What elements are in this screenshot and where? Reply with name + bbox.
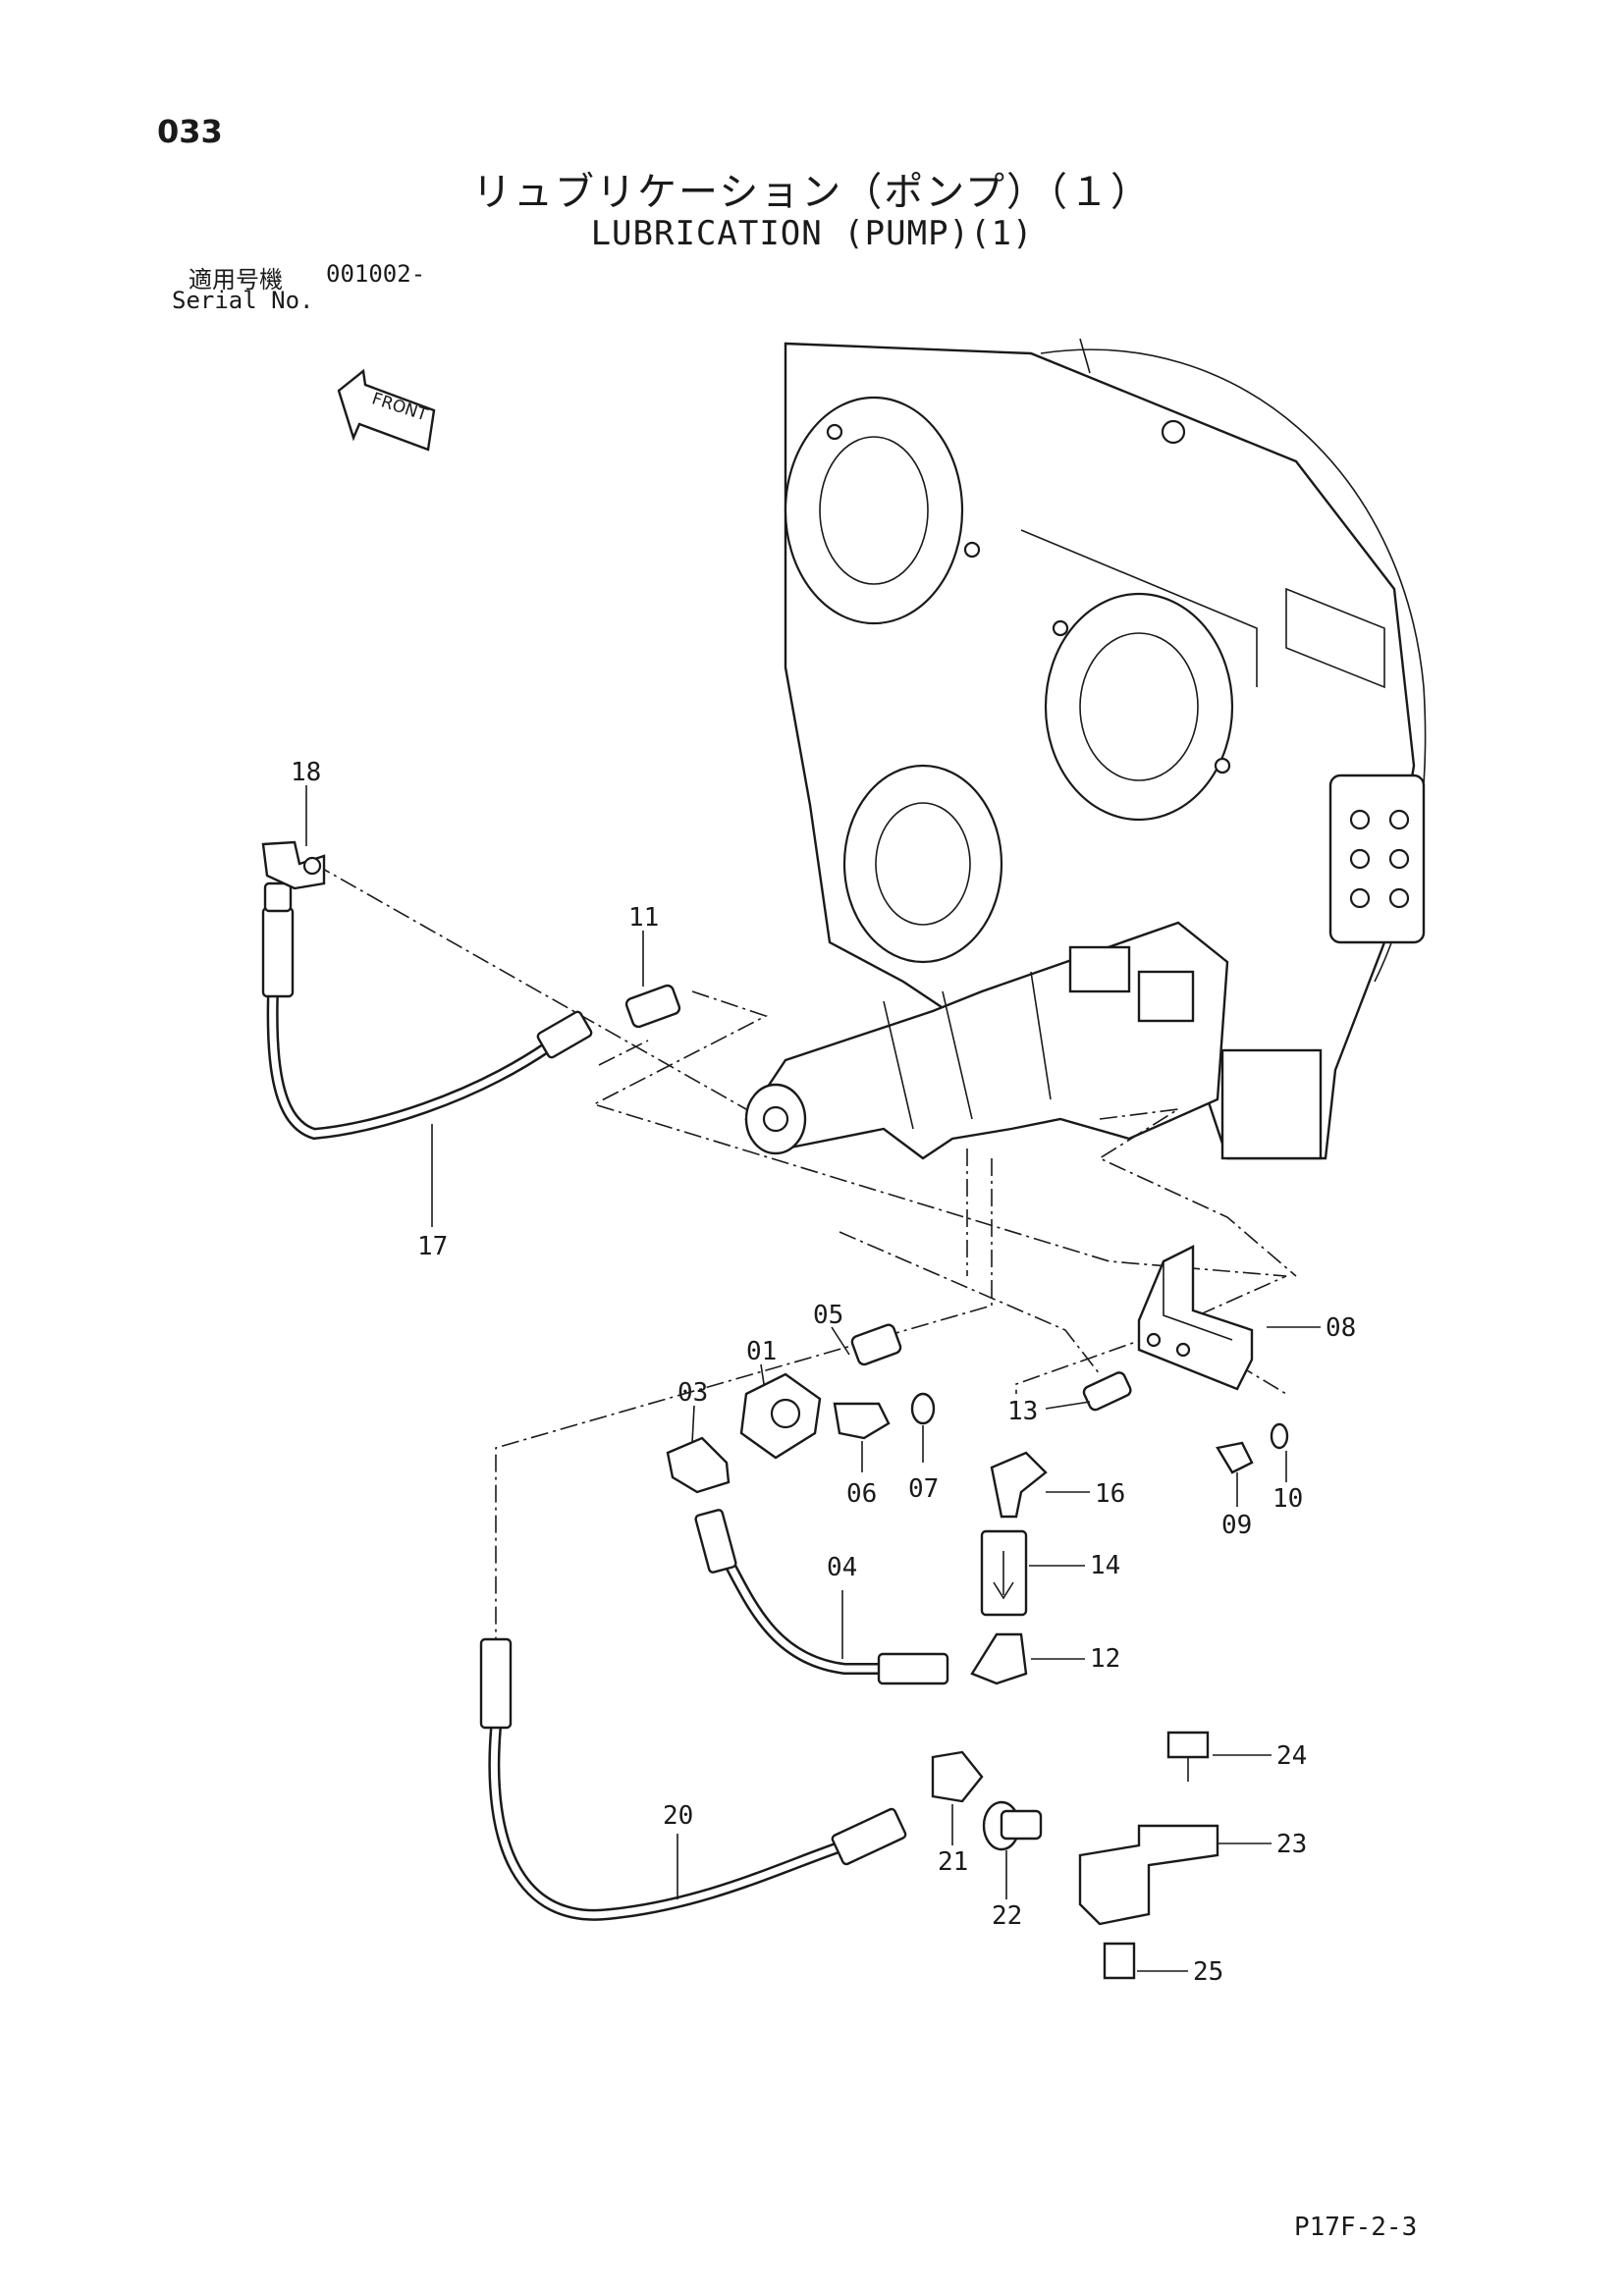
elbow-fitting-12 <box>970 1632 1028 1685</box>
callout-09: 09 <box>1221 1511 1252 1540</box>
callout-10: 10 <box>1272 1484 1303 1514</box>
callout-14: 14 <box>1090 1551 1120 1580</box>
hose-17 <box>261 881 593 1141</box>
callout-22: 22 <box>992 1901 1022 1931</box>
block-23 <box>1078 1824 1219 1926</box>
callout-24: 24 <box>1276 1741 1307 1771</box>
serial-label-japanese: 適用号機 <box>189 266 283 294</box>
callout-03: 03 <box>677 1378 708 1408</box>
leader-line <box>495 1158 993 1639</box>
connector-06 <box>833 1402 891 1440</box>
callout-leaders <box>305 785 1321 1972</box>
check-valve-14 <box>980 1529 1028 1617</box>
washer-10 <box>1270 1422 1289 1450</box>
callout-21: 21 <box>938 1847 968 1877</box>
leader-line <box>1098 1108 1297 1277</box>
leader-line <box>1015 1324 1184 1394</box>
callout-12: 12 <box>1090 1644 1120 1674</box>
bolt-24 <box>1166 1731 1210 1782</box>
page-title-japanese: リュブリケーション（ポンプ）（１） <box>472 170 1152 215</box>
callout-07: 07 <box>908 1474 939 1504</box>
hose-04 <box>694 1509 949 1685</box>
callout-06: 06 <box>846 1479 877 1509</box>
callout-23: 23 <box>1276 1830 1307 1859</box>
bolt-09 <box>1216 1441 1254 1474</box>
bracket-08 <box>1137 1245 1254 1391</box>
serial-number-value: 001002- <box>326 260 426 288</box>
page-code: P17F-2-3 <box>1294 2213 1418 2242</box>
hydraulic-pump-assembly <box>744 921 1229 1160</box>
transmission-housing <box>784 338 1427 1160</box>
page-number: 033 <box>157 113 223 150</box>
bolt-25 <box>1103 1942 1136 1980</box>
callout-16: 16 <box>1095 1479 1125 1509</box>
leader-line <box>313 863 747 1110</box>
callout-01: 01 <box>746 1337 777 1366</box>
callout-04: 04 <box>827 1553 857 1582</box>
callout-05: 05 <box>813 1301 843 1330</box>
elbow-fitting-16 <box>990 1451 1048 1519</box>
leader-line <box>598 1040 649 1066</box>
connector-13 <box>1082 1371 1132 1412</box>
connector-05 <box>850 1323 902 1366</box>
block-fitting-01 <box>739 1372 822 1460</box>
callout-20: 20 <box>663 1801 693 1831</box>
callout-18: 18 <box>291 758 321 787</box>
connector-22 <box>982 1800 1043 1851</box>
serial-label-english: Serial No. <box>172 287 314 314</box>
page-title-english: LUBRICATION (PUMP)(1) <box>590 214 1034 253</box>
front-arrow-icon: FRONT <box>337 368 436 452</box>
o-ring-07 <box>910 1392 936 1425</box>
callout-11: 11 <box>628 903 659 933</box>
leader-line <box>839 1231 1101 1375</box>
callout-25: 25 <box>1193 1957 1223 1987</box>
callout-17: 17 <box>417 1232 448 1261</box>
elbow-fitting-18 <box>261 840 326 890</box>
elbow-fitting-21 <box>931 1750 984 1803</box>
elbow-fitting-03 <box>666 1436 731 1494</box>
callout-08: 08 <box>1326 1313 1356 1343</box>
leader-line <box>591 990 1287 1316</box>
connector-11 <box>624 984 681 1029</box>
callout-13: 13 <box>1007 1397 1038 1426</box>
hose-20 <box>479 1637 907 1921</box>
